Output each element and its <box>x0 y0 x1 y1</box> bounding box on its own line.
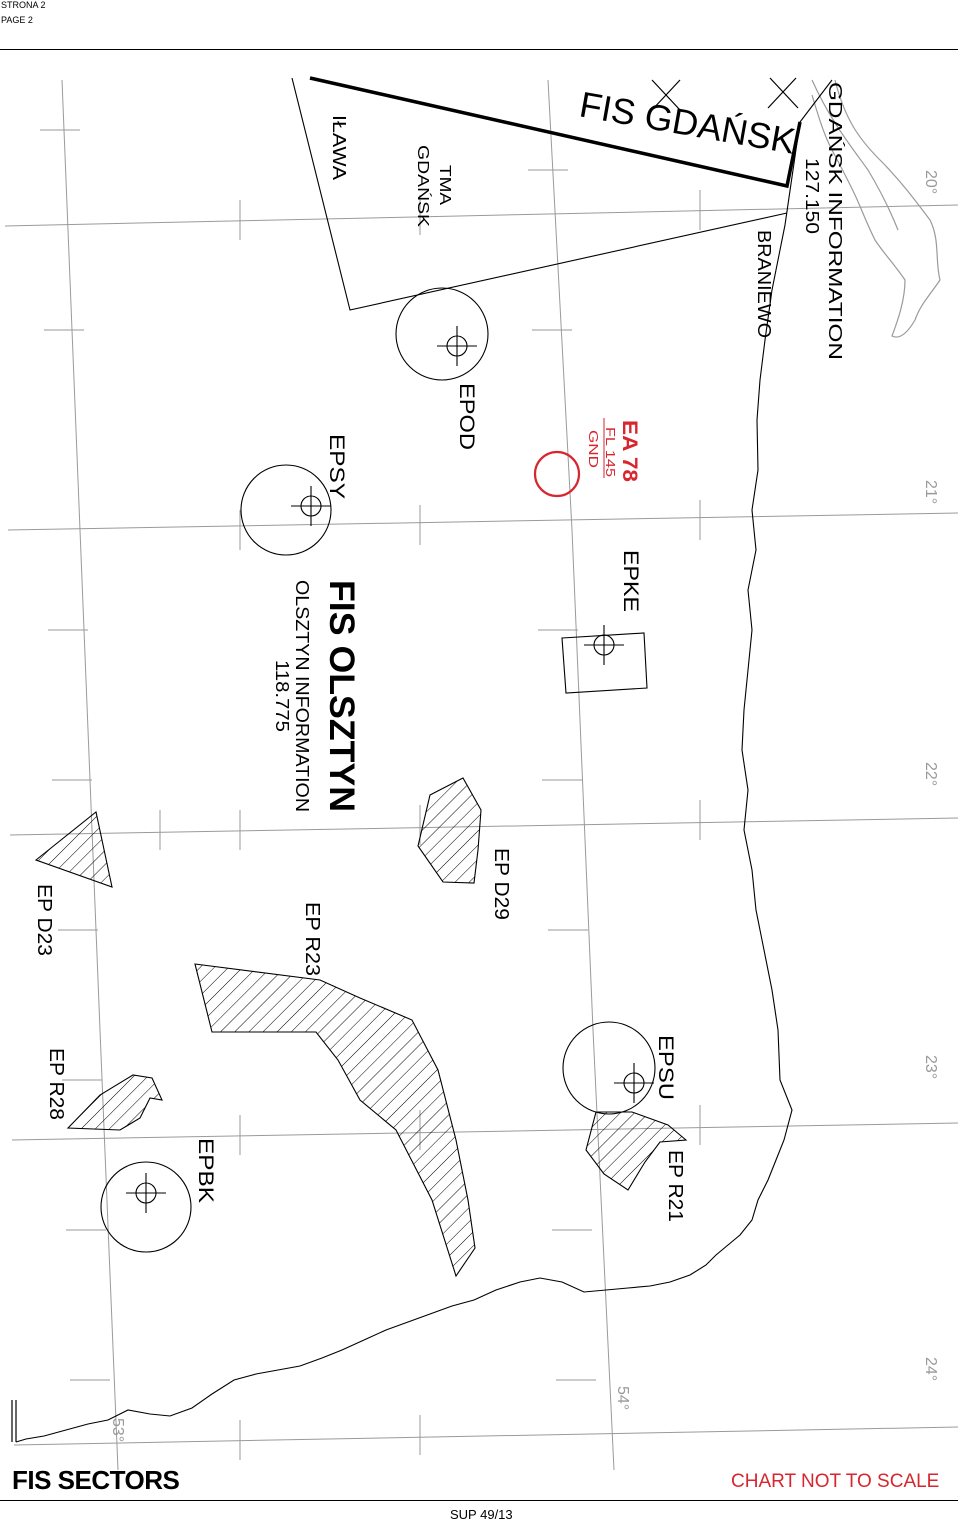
fis-olsztyn-service: OLSZTYN INFORMATION <box>292 580 312 812</box>
aerodrome-epsu <box>562 1021 656 1115</box>
chart-title: FIS SECTORS <box>12 1465 180 1495</box>
tma-label-line1: TMA <box>436 165 453 205</box>
fis-boundary <box>309 76 802 189</box>
graticule-line-22 <box>9 817 959 836</box>
fis-sector-map: 20° 21° 22° 23° 24° 53° 54° <box>4 76 959 1471</box>
area-label-ep-r23: EP R23 <box>301 902 323 976</box>
lat-label-54: 54° <box>614 1386 631 1410</box>
map-labels: FIS GDAŃSK GDAŃSK INFORMATION 127.150 BR… <box>33 82 845 1222</box>
fis-gdansk-frequency: 127.150 <box>802 158 822 234</box>
aerodrome-label-epod: EPOD <box>455 383 478 450</box>
area-label-ep-r28: EP R28 <box>45 1048 67 1120</box>
fis-gdansk-name: FIS GDAŃSK <box>577 84 799 162</box>
border-end-marker <box>11 1400 17 1442</box>
header-strona: STRONA 2 <box>1 0 46 10</box>
graticule-ticks <box>40 129 701 1460</box>
supplement-reference: SUP 49/13 <box>450 1507 513 1522</box>
aerodrome-label-epsy: EPSY <box>325 434 348 499</box>
graticule-line-54 <box>547 79 615 1471</box>
state-border <box>15 79 833 1443</box>
graticule-line-53 <box>61 79 119 1471</box>
place-braniewo: BRANIEWO <box>754 230 774 338</box>
aerodrome-epsy <box>240 464 332 556</box>
area-label-ep-d23: EP D23 <box>33 884 55 956</box>
tma-label-line2: GDAŃSK <box>414 145 433 227</box>
lon-label-24: 24° <box>922 1357 939 1381</box>
fis-boundary-marks <box>651 77 799 111</box>
lon-label-21: 21° <box>922 480 939 504</box>
ea78-lower-limit: GND <box>586 430 601 468</box>
place-ilawa: IŁAWA <box>329 115 349 180</box>
area-label-ep-r21: EP R21 <box>664 1150 686 1222</box>
header-page: PAGE 2 <box>1 15 33 25</box>
aerodrome-label-epbk: EPBK <box>194 1138 217 1203</box>
aerodrome-epbk <box>100 1161 192 1253</box>
ea78-upper-limit: FL 145 <box>603 427 618 477</box>
area-ep-d23 <box>34 811 113 888</box>
aerodrome-label-epsu: EPSU <box>654 1035 677 1100</box>
coastline <box>811 79 941 338</box>
lon-label-23: 23° <box>922 1055 939 1079</box>
graticule-line-24 <box>13 1426 959 1446</box>
aerodrome-label-epke: EPKE <box>619 550 642 612</box>
fis-gdansk-service: GDAŃSK INFORMATION <box>825 82 845 360</box>
fis-olsztyn-name: FIS OLSZTYN <box>322 580 361 812</box>
aerodrome-epod <box>395 287 489 381</box>
graticule <box>4 79 959 1471</box>
fis-olsztyn-frequency: 118.775 <box>272 660 292 732</box>
graticule-line-20 <box>4 204 959 227</box>
area-ep-r28 <box>66 1074 163 1131</box>
scale-note: CHART NOT TO SCALE <box>731 1471 940 1492</box>
tma-gdansk-boundary <box>291 77 788 311</box>
lon-label-22: 22° <box>922 762 939 786</box>
area-ep-r21 <box>585 1111 688 1191</box>
graticule-line-23 <box>11 1122 959 1141</box>
area-ep-d29 <box>417 777 482 884</box>
ea78-name: EA 78 <box>618 420 641 482</box>
lon-label-20: 20° <box>922 170 939 194</box>
footer-divider <box>0 1500 958 1501</box>
aerodrome-epke <box>561 625 648 694</box>
graticule-line-21 <box>7 512 959 531</box>
ea78-area <box>533 450 581 498</box>
area-ep-r23 <box>194 963 476 1278</box>
lat-label-53: 53° <box>109 1418 126 1442</box>
graticule-labels: 20° 21° 22° 23° 24° 53° 54° <box>109 170 939 1442</box>
area-label-ep-d29: EP D29 <box>490 848 512 920</box>
header-divider <box>0 49 958 50</box>
